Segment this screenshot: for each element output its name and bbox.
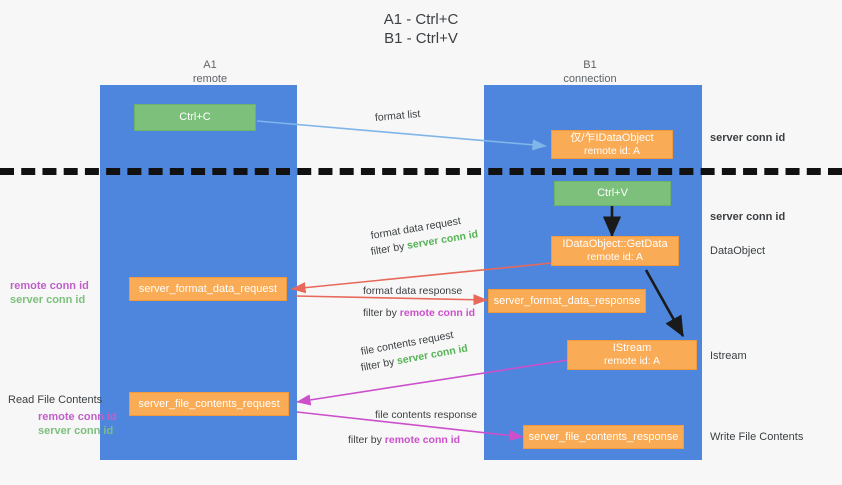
right-label-write-file-contents: Write File Contents: [710, 431, 804, 443]
box-ctrl-c-label: Ctrl+C: [179, 111, 211, 123]
box-server-file-contents-response[interactable]: server_file_contents_response: [523, 425, 684, 449]
box-idataobject[interactable]: 仅/乍IDataObject remote id: A: [551, 130, 673, 159]
edge-fmt-resp-filter-key: remote conn id: [399, 307, 476, 319]
edge-label-format-list: format list: [374, 108, 421, 124]
box-getdata-label: IDataObject::GetData: [562, 238, 668, 250]
title-line-2: B1 - Ctrl+V: [384, 30, 458, 47]
column-header-b1: B1 connection: [500, 58, 680, 86]
box-idataobject-label: 仅/乍IDataObject: [570, 131, 654, 144]
left-label-read-file-contents: Read File Contents: [8, 394, 103, 406]
box-server-file-contents-request[interactable]: server_file_contents_request: [129, 392, 289, 416]
edge-label-file-contents-response: file contents response filter by remote …: [348, 409, 478, 447]
right-label-server-conn-id-1: server conn id: [710, 132, 786, 144]
edge-file-resp-line1: file contents response: [375, 409, 478, 421]
box-server-format-data-request[interactable]: server_format_data_request: [129, 277, 287, 301]
box-idataobject-remote-id: remote id: A: [583, 144, 641, 157]
box-fmt-req-label: server_format_data_request: [138, 282, 278, 295]
left-label-group2-remote: remote conn id: [38, 411, 117, 423]
edge-file-resp-filter-key: remote conn id: [384, 434, 461, 446]
left-label-group-1: remote conn id server conn id: [10, 279, 89, 307]
column-header-a1: A1 remote: [120, 58, 300, 86]
edge-label-format-data-request: format data request filter by server con…: [369, 215, 480, 259]
edge-label-format-data-response: format data response filter by remote co…: [363, 285, 475, 320]
edge-fmt-resp-filter: filter by remote conn id: [363, 307, 475, 320]
left-label-group1-server: server conn id: [10, 294, 86, 306]
box-server-format-data-response[interactable]: server_format_data_response: [488, 289, 646, 313]
title-line-1: A1 - Ctrl+C: [383, 11, 459, 28]
left-label-read-file-contents-block: Read File Contents remote conn id server…: [8, 393, 117, 438]
phase-divider: [0, 168, 842, 175]
page-title: A1 - Ctrl+C B1 - Ctrl+V: [0, 10, 842, 48]
left-label-group2-server: server conn id: [38, 425, 114, 437]
box-file-req-label: server_file_contents_request: [138, 397, 280, 410]
column-a1-name: A1: [203, 59, 217, 71]
box-ctrl-c[interactable]: Ctrl+C: [134, 104, 256, 131]
right-label-server-conn-id-2: server conn id: [710, 211, 786, 223]
box-idataobject-getdata[interactable]: IDataObject::GetData remote id: A: [551, 236, 679, 266]
edge-file-resp-filter-prefix: filter by: [348, 434, 385, 446]
column-b1-sub: connection: [563, 73, 617, 85]
edge-file-resp-filter: filter by remote conn id: [348, 434, 477, 447]
box-istream-remote-id: remote id: A: [603, 355, 661, 367]
left-label-group1-remote: remote conn id: [10, 280, 89, 292]
right-label-dataobject: DataObject: [710, 245, 766, 257]
edge-fmt-resp-line1: format data response: [363, 285, 463, 297]
edge-label-file-contents-request: file contents request filter by server c…: [360, 329, 470, 375]
box-istream-label: IStream: [612, 342, 652, 354]
edge-fmt-resp-filter-prefix: filter by: [363, 307, 400, 319]
box-fmt-resp-label: server_format_data_response: [493, 294, 641, 307]
box-getdata-remote-id: remote id: A: [586, 251, 644, 263]
box-file-resp-label: server_file_contents_response: [528, 430, 679, 443]
right-label-istream: Istream: [710, 350, 747, 362]
box-ctrl-v[interactable]: Ctrl+V: [554, 181, 671, 206]
edge-fmt-req-filter-prefix: filter by: [369, 240, 409, 258]
box-ctrl-v-label: Ctrl+V: [597, 187, 628, 199]
column-a1-sub: remote: [192, 73, 228, 85]
box-istream[interactable]: IStream remote id: A: [567, 340, 697, 370]
column-b1-name: B1: [583, 59, 597, 71]
